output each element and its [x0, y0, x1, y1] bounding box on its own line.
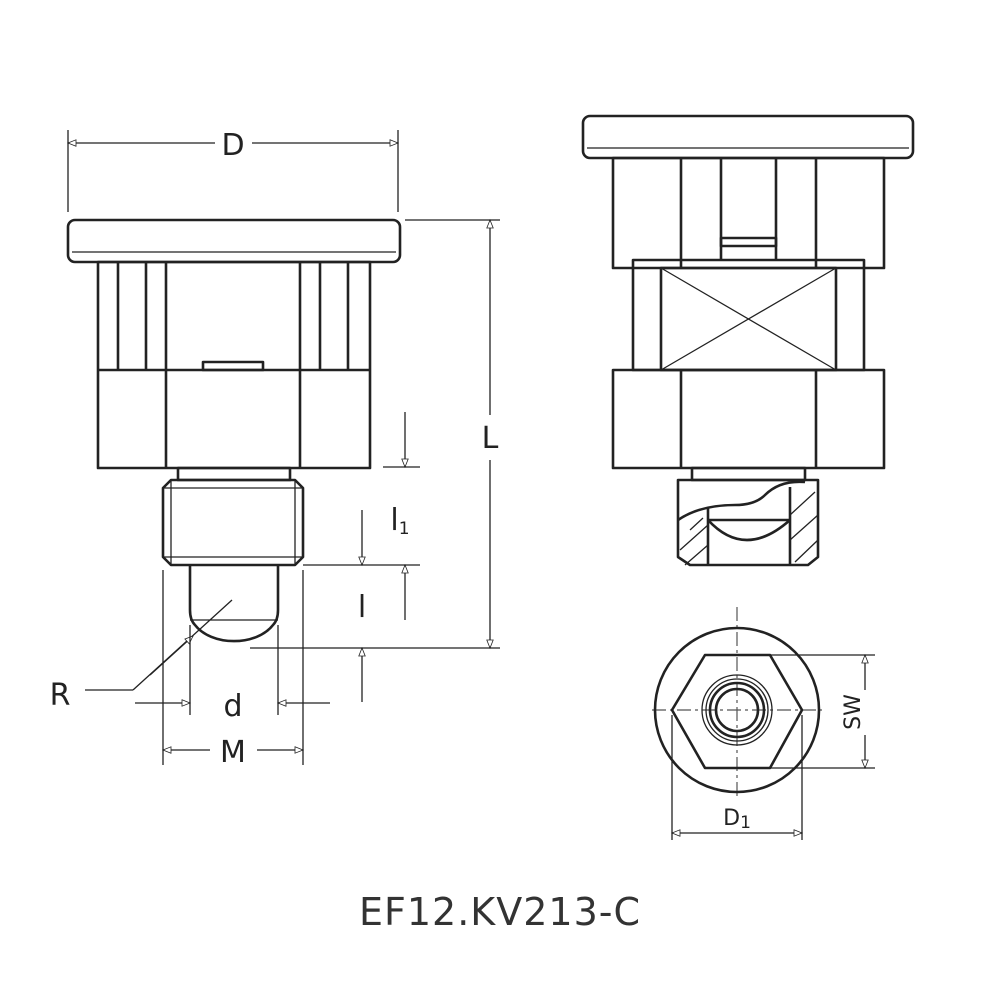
part-number-title: EF12.KV213-C — [359, 890, 641, 934]
label-M: M — [220, 735, 246, 770]
dimension-lines — [66, 130, 500, 765]
label-D: D — [221, 128, 244, 163]
label-l1: l1 — [390, 503, 409, 539]
dimension-labels: D L l1 l R d M — [50, 128, 499, 770]
nut-section-view — [676, 478, 820, 567]
bottom-view: SW D1 — [652, 607, 875, 840]
side-view — [66, 218, 402, 643]
front-view — [581, 114, 915, 482]
label-L: L — [482, 421, 499, 456]
label-d: d — [223, 689, 242, 724]
label-SW: SW — [841, 694, 866, 730]
label-D1: D1 — [723, 806, 751, 833]
label-R: R — [50, 678, 71, 713]
label-l: l — [358, 590, 366, 625]
